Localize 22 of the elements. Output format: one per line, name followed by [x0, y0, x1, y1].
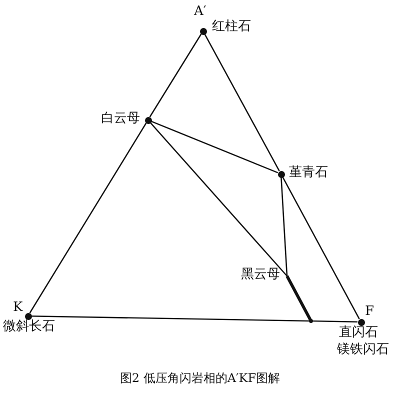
thick-tie-line [286, 275, 312, 322]
tie-line [149, 34, 202, 118]
point-label: F [365, 304, 374, 319]
tie-line [31, 315, 312, 322]
point-label: A′ [194, 4, 206, 19]
point-label: 白云母 [101, 111, 140, 126]
point-label: 直闪石 [339, 325, 378, 340]
point-label: 微斜长石 [3, 319, 55, 334]
tie-line [280, 177, 288, 276]
point-label: 镁铁闪石 [337, 342, 389, 357]
point-label: 红柱石 [212, 19, 251, 34]
tie-line [29, 122, 147, 314]
tie-line [282, 176, 360, 320]
figure-caption: 图2 低压角闪岩相的A′KF图解 [118, 370, 282, 387]
tie-line [150, 120, 278, 174]
tie-line [204, 34, 280, 172]
point-label: K [13, 300, 23, 315]
point-label: 黑云母 [241, 267, 280, 282]
point-label: 堇青石 [289, 165, 328, 180]
tie-line [150, 122, 288, 276]
tie-line [310, 320, 358, 323]
junction-point [309, 319, 313, 323]
